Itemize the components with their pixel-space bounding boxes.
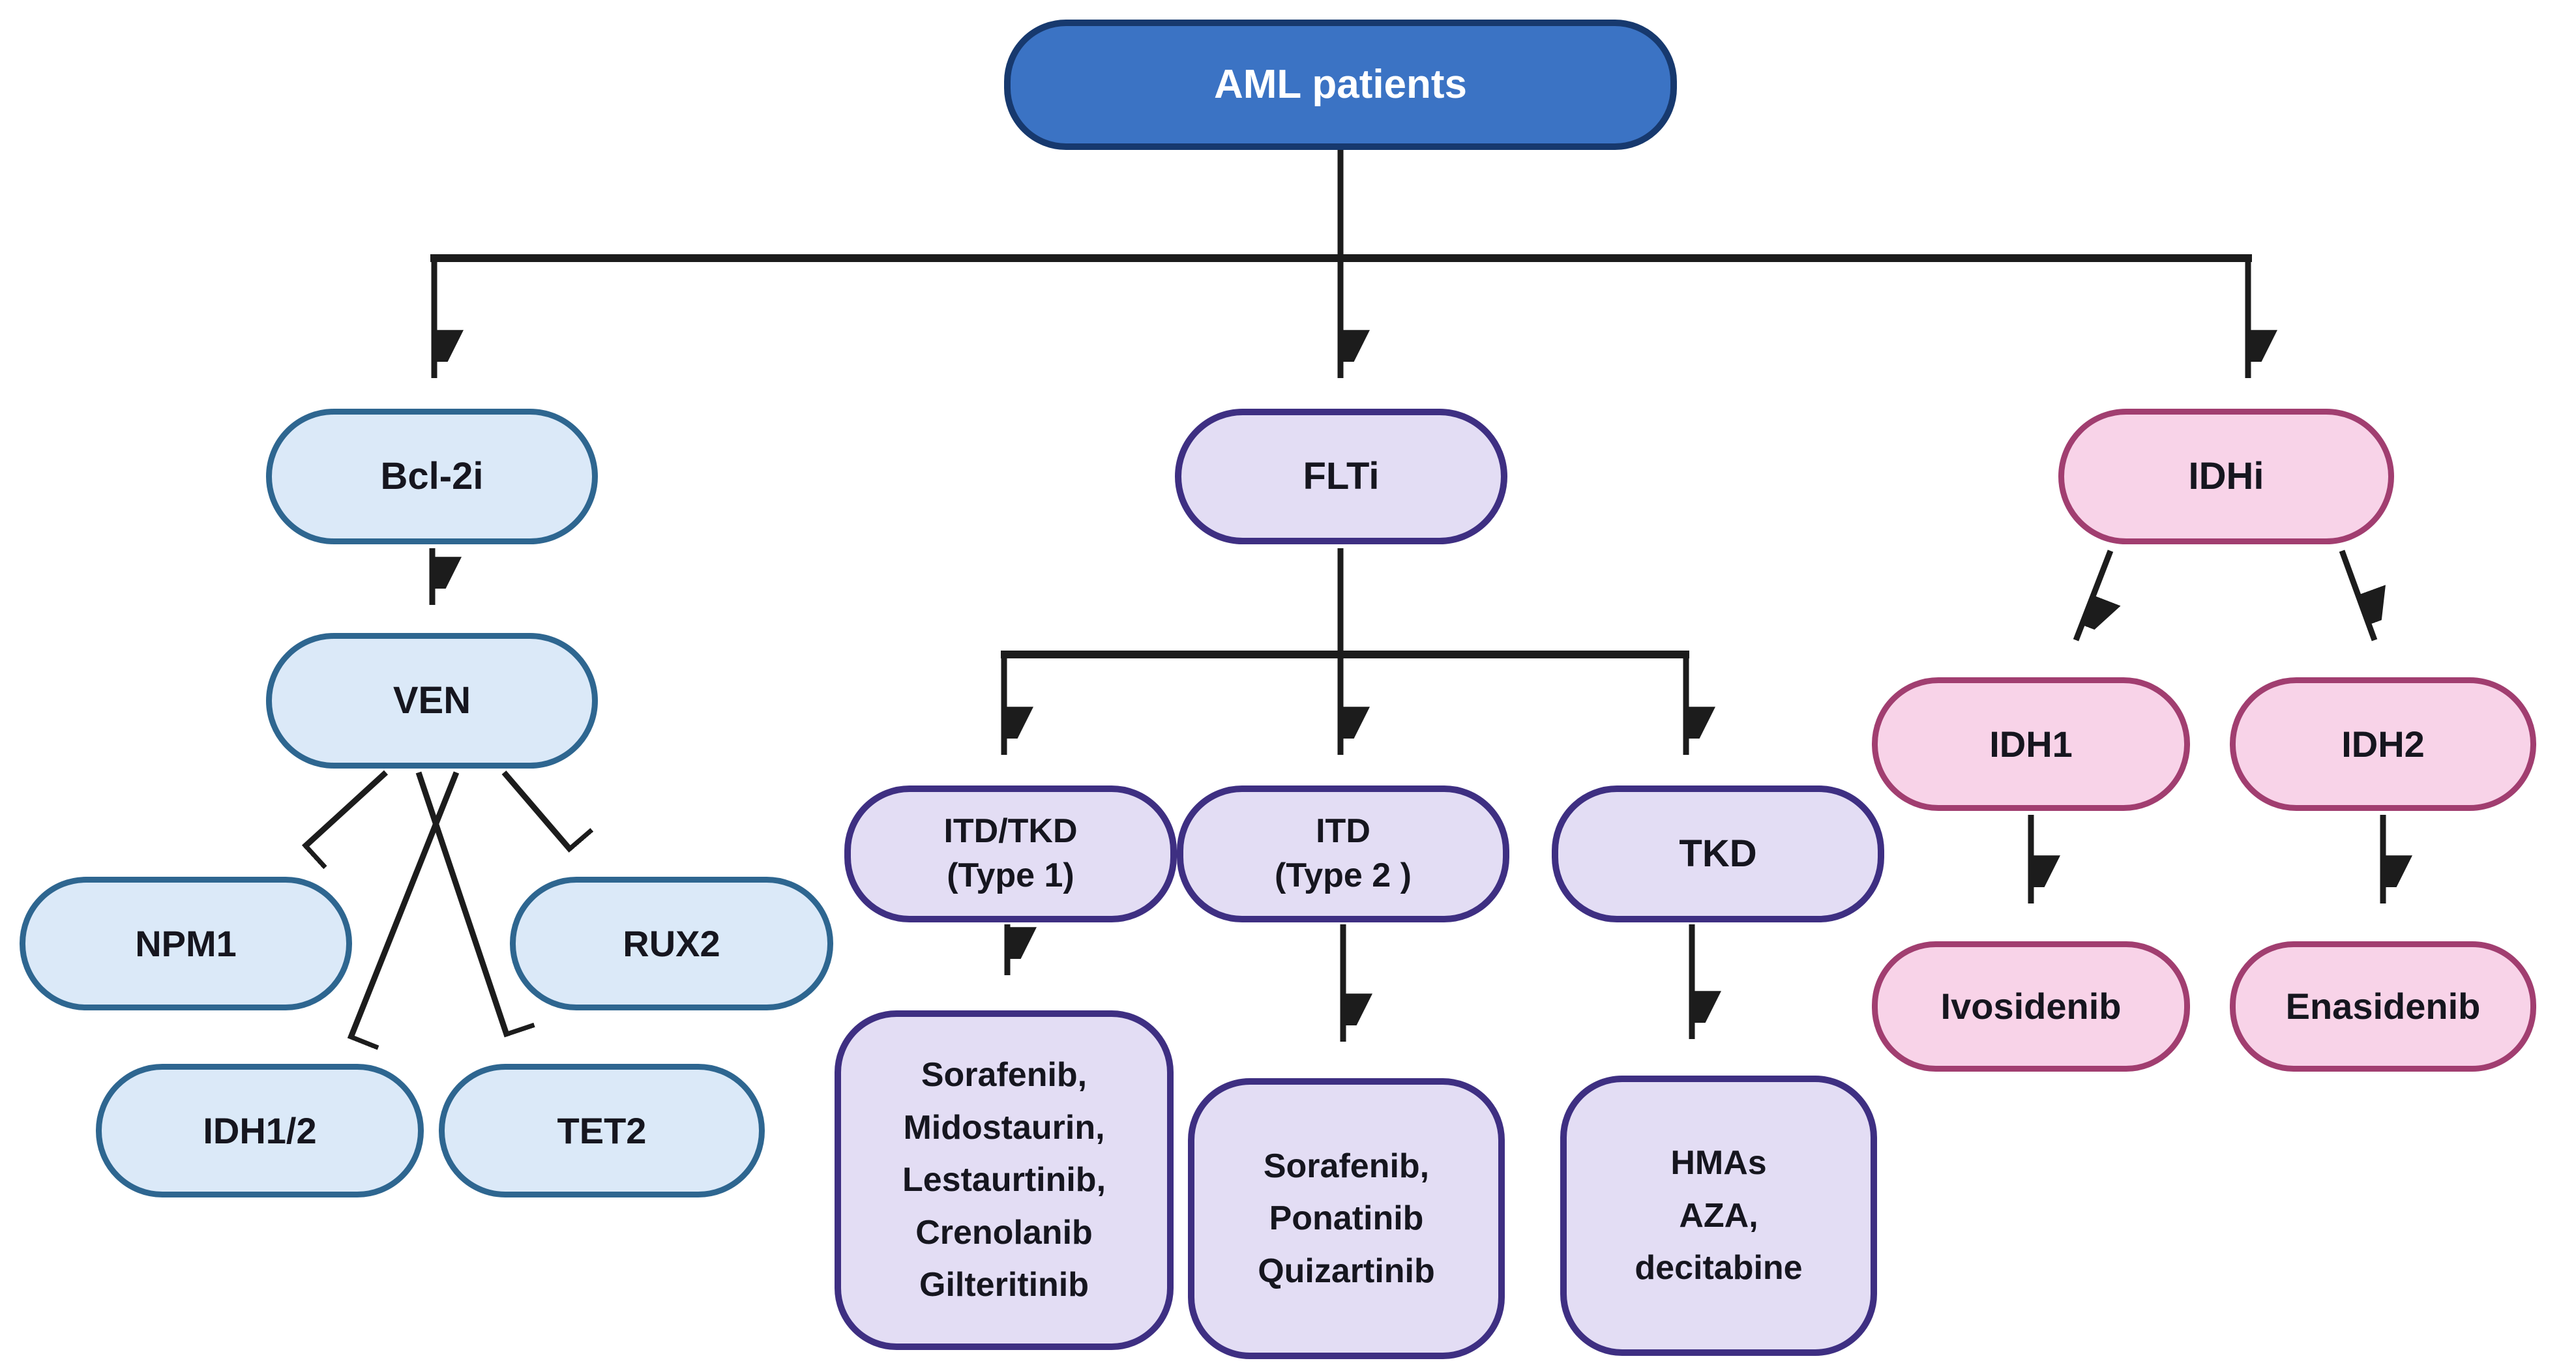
node-itd-tkd-type1: ITD/TKD (Type 1) — [844, 785, 1177, 922]
edge-ven-tet2-inhibit — [415, 771, 507, 1038]
node-idh1-2: IDH1/2 — [96, 1064, 424, 1197]
node-aml-patients: AML patients — [1004, 20, 1677, 150]
type1-drug: Lestaurtinib, — [902, 1161, 1106, 1199]
node-ven: VEN — [266, 633, 598, 769]
node-npm1: NPM1 — [20, 877, 352, 1010]
edge-idhi-idh1 — [2073, 550, 2110, 641]
node-type1-drug-list: Sorafenib, Midostaurin, Lestaurtinib, Cr… — [835, 1010, 1174, 1350]
node-enasidenib: Enasidenib — [2230, 941, 2536, 1072]
node-ivosidenib: Ivosidenib — [1872, 941, 2190, 1072]
itd-tkd-type1-line1: ITD/TKD — [943, 812, 1078, 851]
node-tet2: TET2 — [439, 1064, 765, 1197]
type2-drug: Sorafenib, — [1263, 1147, 1430, 1185]
tkd-drug: decitabine — [1635, 1249, 1803, 1287]
node-tkd-drug-list: HMAs AZA, decitabine — [1560, 1076, 1877, 1356]
node-tkd: TKD — [1552, 785, 1884, 922]
edge-ven-rux2-inhibit — [501, 771, 571, 853]
node-idh1: IDH1 — [1872, 677, 2190, 811]
itd-tkd-type1-line2: (Type 1) — [947, 857, 1074, 894]
type1-drug: Sorafenib, — [921, 1056, 1088, 1094]
tkd-drug: AZA, — [1679, 1196, 1758, 1235]
itd-type2-line1: ITD — [1316, 812, 1370, 851]
type2-drug: Ponatinib — [1269, 1199, 1424, 1238]
itd-type2-line2: (Type 2 ) — [1275, 857, 1412, 894]
tkd-drug: HMAs — [1670, 1144, 1767, 1182]
node-flti: FLTi — [1175, 409, 1507, 544]
type2-drug: Quizartinib — [1258, 1252, 1435, 1290]
node-itd-type2: ITD (Type 2 ) — [1177, 785, 1509, 922]
type1-drug: Crenolanib — [915, 1213, 1093, 1252]
node-idh2: IDH2 — [2230, 677, 2536, 811]
node-bcl2i: Bcl-2i — [266, 409, 598, 544]
edge-ven-npm1-inhibit — [301, 770, 389, 847]
node-idhi: IDHi — [2058, 409, 2394, 544]
node-type2-drug-list: Sorafenib, Ponatinib Quizartinib — [1188, 1078, 1505, 1359]
type1-drug: Gilteritinib — [919, 1266, 1089, 1304]
type1-drug: Midostaurin, — [903, 1108, 1105, 1147]
edge-ven-idh12-inhibit — [347, 771, 460, 1039]
edge-idhi-idh2 — [2339, 550, 2375, 641]
node-rux2: RUX2 — [510, 877, 833, 1010]
